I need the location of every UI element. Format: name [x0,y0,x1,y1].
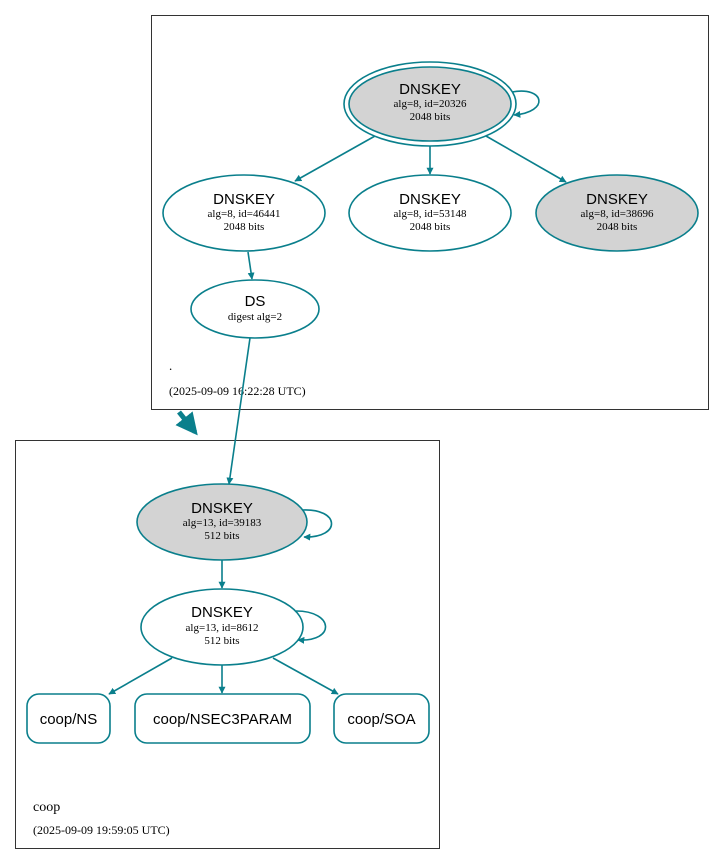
node-alg-id: alg=13, id=39183 [183,517,262,529]
edge-ksk-to-zsk3 [485,135,567,183]
node-root-zsk-46441: DNSKEY alg=8, id=46441 2048 bits [162,174,326,252]
rrset-coop-soa: coop/SOA [333,693,430,744]
zone-box-root [151,15,709,410]
zone-box-coop [15,440,440,849]
edge-zsk1-to-ds [247,251,255,280]
rrset-label: coop/SOA [347,711,415,728]
node-title: DNSKEY [191,604,253,621]
node-alg-id: alg=8, id=46441 [208,208,281,220]
node-alg-id: alg=8, id=38696 [581,208,654,220]
node-alg-id: alg=13, id=8612 [186,622,259,634]
zone-name-coop: coop [33,800,60,815]
node-coop-zsk: DNSKEY alg=13, id=8612 512 bits [140,588,304,666]
zone-timestamp-coop: (2025-09-09 19:59:05 UTC) [33,823,170,837]
node-bits: 2048 bits [410,221,451,233]
edge-ksk-self-loop [511,90,540,118]
node-title: DS [245,293,266,310]
node-title: DNSKEY [586,191,648,208]
edge-coop-zsk-self-loop [295,610,327,644]
node-bits: 2048 bits [224,221,265,233]
node-bits: 512 bits [204,530,239,542]
node-bits: 2048 bits [410,111,451,123]
edge-ksk-to-zsk1 [294,135,376,182]
edge-coop-zsk-to-soa [272,657,339,695]
node-title: DNSKEY [213,191,275,208]
rrset-label: coop/NSEC3PARAM [153,711,292,728]
node-root-zsk-38696: DNSKEY alg=8, id=38696 2048 bits [535,174,699,252]
rrset-coop-ns: coop/NS [26,693,111,744]
node-ds: DS digest alg=2 [190,279,320,339]
delegation-arrow [175,410,198,436]
edge-ds-to-coop-ksk [226,337,251,485]
node-root-ksk: DNSKEY alg=8, id=20326 2048 bits [343,61,517,147]
zone-name-root: . [169,358,172,373]
node-digest: digest alg=2 [228,311,282,323]
zone-timestamp-root: (2025-09-09 16:22:28 UTC) [169,384,306,398]
node-root-zsk-53148: DNSKEY alg=8, id=53148 2048 bits [348,174,512,252]
node-title: DNSKEY [399,191,461,208]
edge-coop-ksk-self-loop [301,509,333,541]
rrset-label: coop/NS [40,711,98,728]
edge-coop-zsk-to-ns [108,657,173,695]
node-title: DNSKEY [399,81,461,98]
node-coop-ksk: DNSKEY alg=13, id=39183 512 bits [136,483,308,561]
node-alg-id: alg=8, id=53148 [394,208,467,220]
node-bits: 2048 bits [597,221,638,233]
node-alg-id: alg=8, id=20326 [394,98,467,110]
node-title: DNSKEY [191,500,253,517]
rrset-coop-nsec3param: coop/NSEC3PARAM [134,693,311,744]
node-bits: 512 bits [204,635,239,647]
